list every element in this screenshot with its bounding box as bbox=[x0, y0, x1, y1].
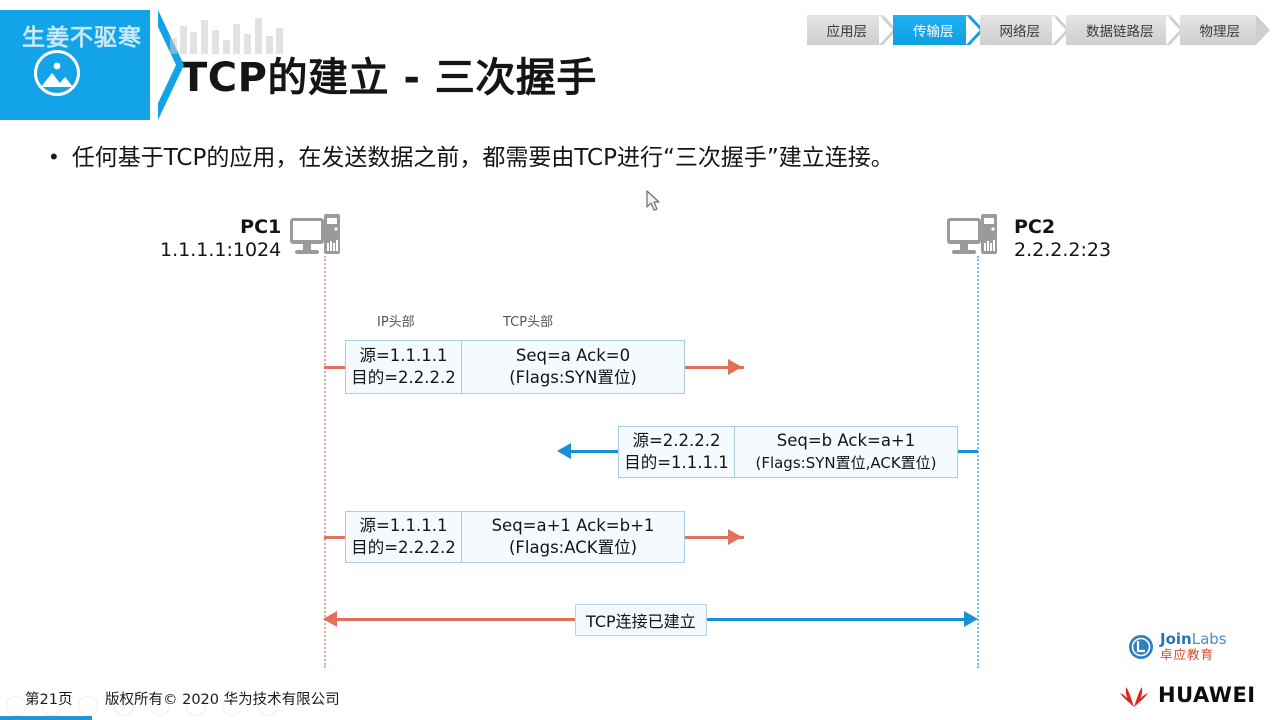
huawei-logo: HUAWEI bbox=[1118, 682, 1256, 708]
packet-1-ip-header: 源=1.1.1.1 目的=2.2.2.2 bbox=[346, 341, 462, 393]
packet-2: 源=2.2.2.2 目的=1.1.1.1 Seq=b Ack=a+1 (Flag… bbox=[618, 426, 958, 478]
packet-2-arrow-head bbox=[557, 443, 571, 459]
pc2-address: 2.2.2.2:23 bbox=[1014, 238, 1112, 261]
packet-3-tcp-seq: Seq=a+1 Ack=b+1 bbox=[491, 516, 655, 535]
established-label: TCP连接已建立 bbox=[575, 604, 707, 636]
layer-chip-label: 物理层 bbox=[1199, 24, 1241, 40]
play-icon[interactable] bbox=[42, 696, 62, 716]
tcp-header-label: TCP头部 bbox=[503, 315, 554, 330]
pc2-node: PC2 2.2.2.2:23 bbox=[946, 212, 1111, 265]
joinlabs-mark-icon bbox=[1129, 634, 1153, 659]
packet-3-ip-src: 源=1.1.1.1 bbox=[359, 516, 448, 535]
pen-icon[interactable] bbox=[78, 696, 98, 716]
huawei-wordmark: HUAWEI bbox=[1158, 683, 1256, 707]
layer-chip-datalink[interactable]: 数据链路层 bbox=[1052, 15, 1183, 45]
established-right-line bbox=[700, 618, 966, 621]
screen-icon[interactable] bbox=[222, 696, 242, 716]
desktop-computer-icon bbox=[946, 212, 1006, 265]
copy-icon[interactable] bbox=[114, 696, 134, 716]
layer-chip-label: 应用层 bbox=[826, 24, 868, 40]
packet-1-ip-src: 源=1.1.1.1 bbox=[359, 346, 448, 365]
joinlabs-cn: 卓应教育 bbox=[1160, 647, 1215, 662]
packet-2-tcp-header: Seq=b Ack=a+1 (Flags:SYN置位,ACK置位) bbox=[735, 427, 957, 477]
packet-1-tcp-seq: Seq=a Ack=0 bbox=[515, 346, 631, 365]
packet-1-tcp-header: Seq=a Ack=0 (Flags:SYN置位) bbox=[462, 341, 684, 393]
image-placeholder-icon bbox=[34, 50, 80, 96]
packet-3-tcp-flags: (Flags:ACK置位) bbox=[508, 538, 638, 557]
established-right-arrow-head bbox=[964, 611, 978, 627]
packet-2-ip-dst: 目的=1.1.1.1 bbox=[624, 453, 729, 472]
more-icon[interactable] bbox=[258, 696, 278, 716]
packet-3-ip-dst: 目的=2.2.2.2 bbox=[351, 538, 456, 557]
packet-2-tcp-flags: (Flags:SYN置位,ACK置位) bbox=[755, 454, 937, 472]
pc1-lifeline bbox=[324, 256, 326, 668]
packet-1-ip-dst: 目的=2.2.2.2 bbox=[351, 368, 456, 387]
pc1-node: PC1 1.1.1.1:1024 bbox=[160, 212, 349, 265]
packet-1-tcp-flags: (Flags:SYN置位) bbox=[509, 368, 637, 387]
page-title: TCP的建立 - 三次握手 bbox=[180, 55, 597, 101]
established-left-arrow-head bbox=[323, 611, 337, 627]
pc1-name: PC1 bbox=[240, 215, 282, 238]
note-icon[interactable] bbox=[186, 696, 206, 716]
joinlabs-logo: JoinLabs 卓应教育 bbox=[1128, 632, 1227, 662]
joinlabs-title: JoinLabs bbox=[1160, 632, 1227, 647]
packet-2-tcp-seq: Seq=b Ack=a+1 bbox=[776, 431, 916, 450]
pc2-lifeline bbox=[977, 256, 979, 668]
packet-3-ip-header: 源=1.1.1.1 目的=2.2.2.2 bbox=[346, 512, 462, 562]
layer-chip-label: 传输层 bbox=[913, 24, 954, 40]
ip-header-label: IP头部 bbox=[377, 315, 415, 330]
pc2-labels: PC2 2.2.2.2:23 bbox=[1014, 216, 1111, 262]
established-left-line bbox=[336, 618, 636, 621]
watermark-text: 生姜不驱寒 bbox=[22, 25, 142, 51]
pc2-name: PC2 bbox=[1014, 215, 1056, 238]
prev-icon[interactable] bbox=[6, 696, 26, 716]
packet-3-arrow-head bbox=[728, 529, 742, 545]
joinlabs-wordmark: JoinLabs 卓应教育 bbox=[1160, 632, 1227, 662]
mouse-cursor-icon bbox=[646, 190, 662, 217]
bullet-marker: • bbox=[50, 144, 58, 169]
layer-chip-label: 数据链路层 bbox=[1086, 24, 1154, 40]
packet-2-ip-src: 源=2.2.2.2 bbox=[632, 431, 721, 450]
joinlabs-join: Join bbox=[1160, 630, 1192, 648]
pc1-labels: PC1 1.1.1.1:1024 bbox=[160, 216, 281, 262]
pc1-address: 1.1.1.1:1024 bbox=[160, 238, 282, 261]
packet-1-arrow-head bbox=[728, 359, 742, 375]
bullet-row: • 任何基于TCP的应用，在发送数据之前，都需要由TCP进行“三次握手”建立连接… bbox=[50, 142, 894, 174]
layer-chip-transport[interactable]: 传输层 bbox=[879, 15, 983, 45]
layer-chip-physical[interactable]: 物理层 bbox=[1165, 15, 1270, 45]
layer-chip-label: 网络层 bbox=[999, 24, 1041, 40]
zoom-icon[interactable] bbox=[150, 696, 170, 716]
joinlabs-labs: Labs bbox=[1191, 630, 1227, 648]
packet-1: 源=1.1.1.1 目的=2.2.2.2 Seq=a Ack=0 (Flags:… bbox=[345, 340, 685, 394]
huawei-flower-logo-icon bbox=[1120, 687, 1148, 707]
layer-breadcrumb: 应用层 传输层 网络层 数据链路层 物理层 bbox=[792, 15, 1270, 45]
banner-chevron-gap bbox=[150, 10, 176, 120]
watermark-bars-icon bbox=[168, 16, 288, 59]
packet-3-tcp-header: Seq=a+1 Ack=b+1 (Flags:ACK置位) bbox=[462, 512, 684, 562]
bullet-text: 任何基于TCP的应用，在发送数据之前，都需要由TCP进行“三次握手”建立连接。 bbox=[71, 145, 894, 171]
player-control-bar bbox=[0, 694, 1280, 720]
packet-3: 源=1.1.1.1 目的=2.2.2.2 Seq=a+1 Ack=b+1 (Fl… bbox=[345, 511, 685, 563]
packet-2-ip-header: 源=2.2.2.2 目的=1.1.1.1 bbox=[619, 427, 735, 477]
player-progress-bar[interactable] bbox=[0, 716, 92, 720]
desktop-computer-icon bbox=[289, 212, 349, 265]
